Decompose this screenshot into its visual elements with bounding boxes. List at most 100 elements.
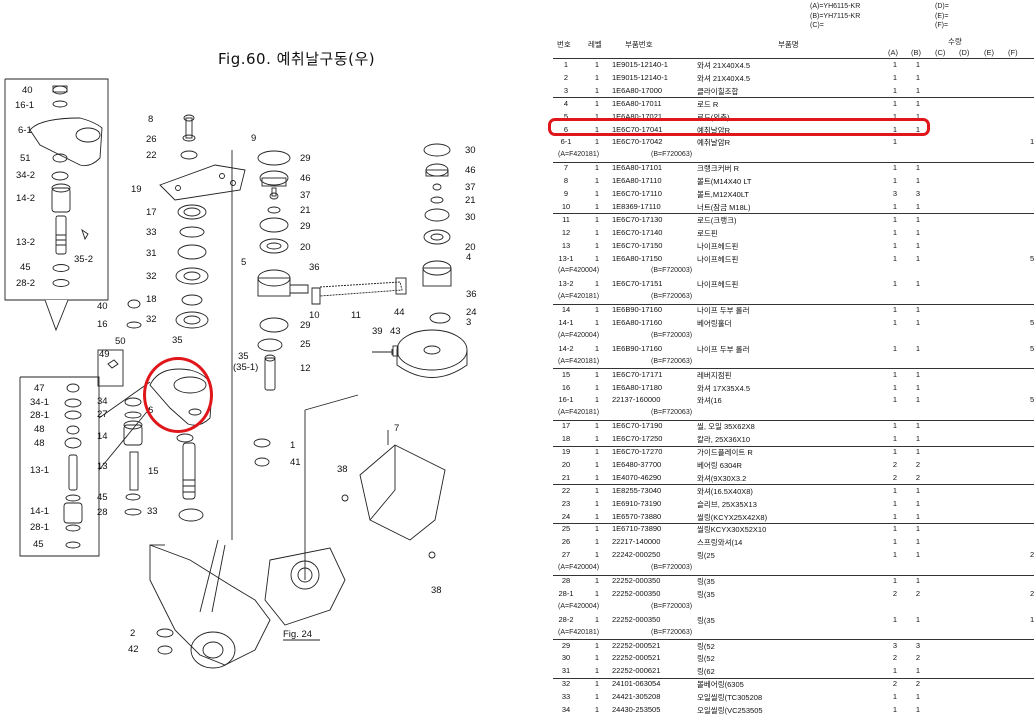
figure-ref-24: Fig. 24	[283, 629, 312, 640]
row-level: 1	[594, 163, 600, 173]
callout-14: 14	[97, 431, 108, 442]
row-level: 1	[594, 305, 600, 315]
callout-33-bottom: 33	[147, 506, 158, 517]
callout-48-b: 48	[34, 438, 45, 449]
row-level: 1	[594, 472, 600, 482]
row-part-number: 1E6C70-17041	[612, 124, 663, 134]
callout-16-1: 16-1	[15, 100, 34, 111]
row-number: 31	[561, 666, 571, 676]
row-part-name: 로드(외측)	[697, 112, 730, 122]
callout-13: 13	[97, 461, 108, 472]
callout-1: 1	[290, 440, 295, 451]
row-qty-b: 1	[915, 318, 921, 327]
change-note-b: (B=F720063)	[651, 628, 693, 636]
row-part-name: 예취날암R	[697, 125, 731, 135]
callout-38-a: 38	[337, 464, 348, 475]
row-number: 29	[561, 640, 571, 650]
row-part-number: 1E6A80-17000	[612, 85, 663, 95]
row-number: 10	[561, 201, 571, 211]
change-note-b: (B=F720063)	[651, 293, 693, 301]
callout-15: 15	[148, 466, 159, 477]
row-level: 1	[594, 576, 600, 585]
row-part-name: 와셔(16.5X40X8)	[697, 486, 753, 496]
callout-28-1-bottom: 28-1	[30, 522, 49, 533]
row-number: 15	[561, 369, 571, 379]
callout-17: 17	[146, 207, 157, 218]
row-part-name: 볼트(M14X40 LT	[697, 177, 752, 187]
row-qty-b: 1	[915, 253, 921, 263]
callout-22: 22	[146, 150, 157, 161]
row-qty-b: 1	[915, 498, 921, 508]
row-qty-b: 1	[915, 214, 921, 224]
row-qty-b: 1	[915, 485, 921, 495]
callout-39: 39	[372, 326, 383, 337]
diagram-highlight-circle	[143, 357, 213, 433]
model-legend: (A)=YH6115-KR (B)=YH7115-KR (C)=	[810, 2, 860, 31]
row-part-number: 1E6C70-17150	[612, 240, 663, 250]
row-part-number: 1E6C70-17140	[612, 227, 663, 237]
row-part-number: 1E8369-17110	[612, 201, 661, 211]
row-qty-b: 1	[915, 98, 921, 108]
row-part-number: 1E6910-73190	[612, 498, 662, 508]
row-qty-a: 3	[892, 189, 898, 198]
callout-4: 4	[466, 252, 471, 263]
row-part-name: 와셔 21X40X4.5	[697, 73, 750, 83]
row-part-name: 볼트,M12X40LT	[697, 190, 750, 199]
row-qty-a: 1	[892, 485, 898, 495]
change-note-a: (A=F420004)	[558, 267, 600, 275]
row-rule	[553, 97, 1034, 99]
row-part-name: 링(52	[697, 654, 715, 664]
row-part-name: 나이프헤드핀	[697, 254, 739, 264]
row-number: 19	[561, 447, 571, 456]
row-level: 1	[594, 550, 600, 560]
row-number: 4	[563, 98, 569, 108]
row-part-name: 와셔(16	[697, 396, 722, 406]
row-part-number: 22242-000250	[612, 550, 661, 560]
callout-41: 41	[290, 457, 301, 468]
row-part-number: 24421-305208	[612, 692, 661, 702]
row-qty-a: 1	[892, 137, 898, 147]
row-qty-b: 1	[915, 382, 921, 392]
row-qty-b: 1	[915, 176, 921, 186]
row-qty-a: 1	[892, 382, 898, 392]
row-part-number: 22217-140000	[612, 537, 661, 547]
row-part-number: 22252-000521	[612, 653, 661, 663]
row-qty-a: 1	[892, 343, 898, 353]
row-part-name: 링(25	[697, 551, 715, 561]
change-note-b: (B=F720003)	[651, 331, 693, 339]
callout-35-1: (35-1)	[233, 362, 258, 373]
row-level: 1	[594, 653, 600, 663]
callout-16: 16	[97, 319, 108, 330]
row-number: 25	[561, 524, 571, 534]
row-qty-a: 1	[892, 176, 898, 186]
row-highlight-6	[548, 118, 930, 136]
row-rule	[553, 368, 1034, 370]
row-level: 1	[594, 124, 600, 134]
callout-18: 18	[146, 294, 157, 305]
row-part-number: 1E6C70-17250	[612, 434, 663, 444]
row-part-name: 링(35	[697, 589, 715, 599]
row-qty-b: 1	[915, 163, 921, 173]
row-part-number: 1E6A80-17180	[612, 382, 663, 392]
callout-10: 10	[309, 310, 320, 321]
row-part-number: 24101-063054	[612, 679, 661, 689]
row-part-name: 링(35	[697, 577, 715, 586]
row-qty-b: 1	[915, 692, 921, 702]
exploded-parts-diagram: 40 16-1 6-1 51 34-2 14-2 13-2 35-2 45 28…	[4, 78, 477, 669]
header-col-f: (F)	[1008, 48, 1018, 57]
row-qty-a: 1	[892, 240, 898, 250]
change-note-b: (B=F720063)	[651, 357, 693, 365]
row-number: 32	[561, 679, 571, 689]
